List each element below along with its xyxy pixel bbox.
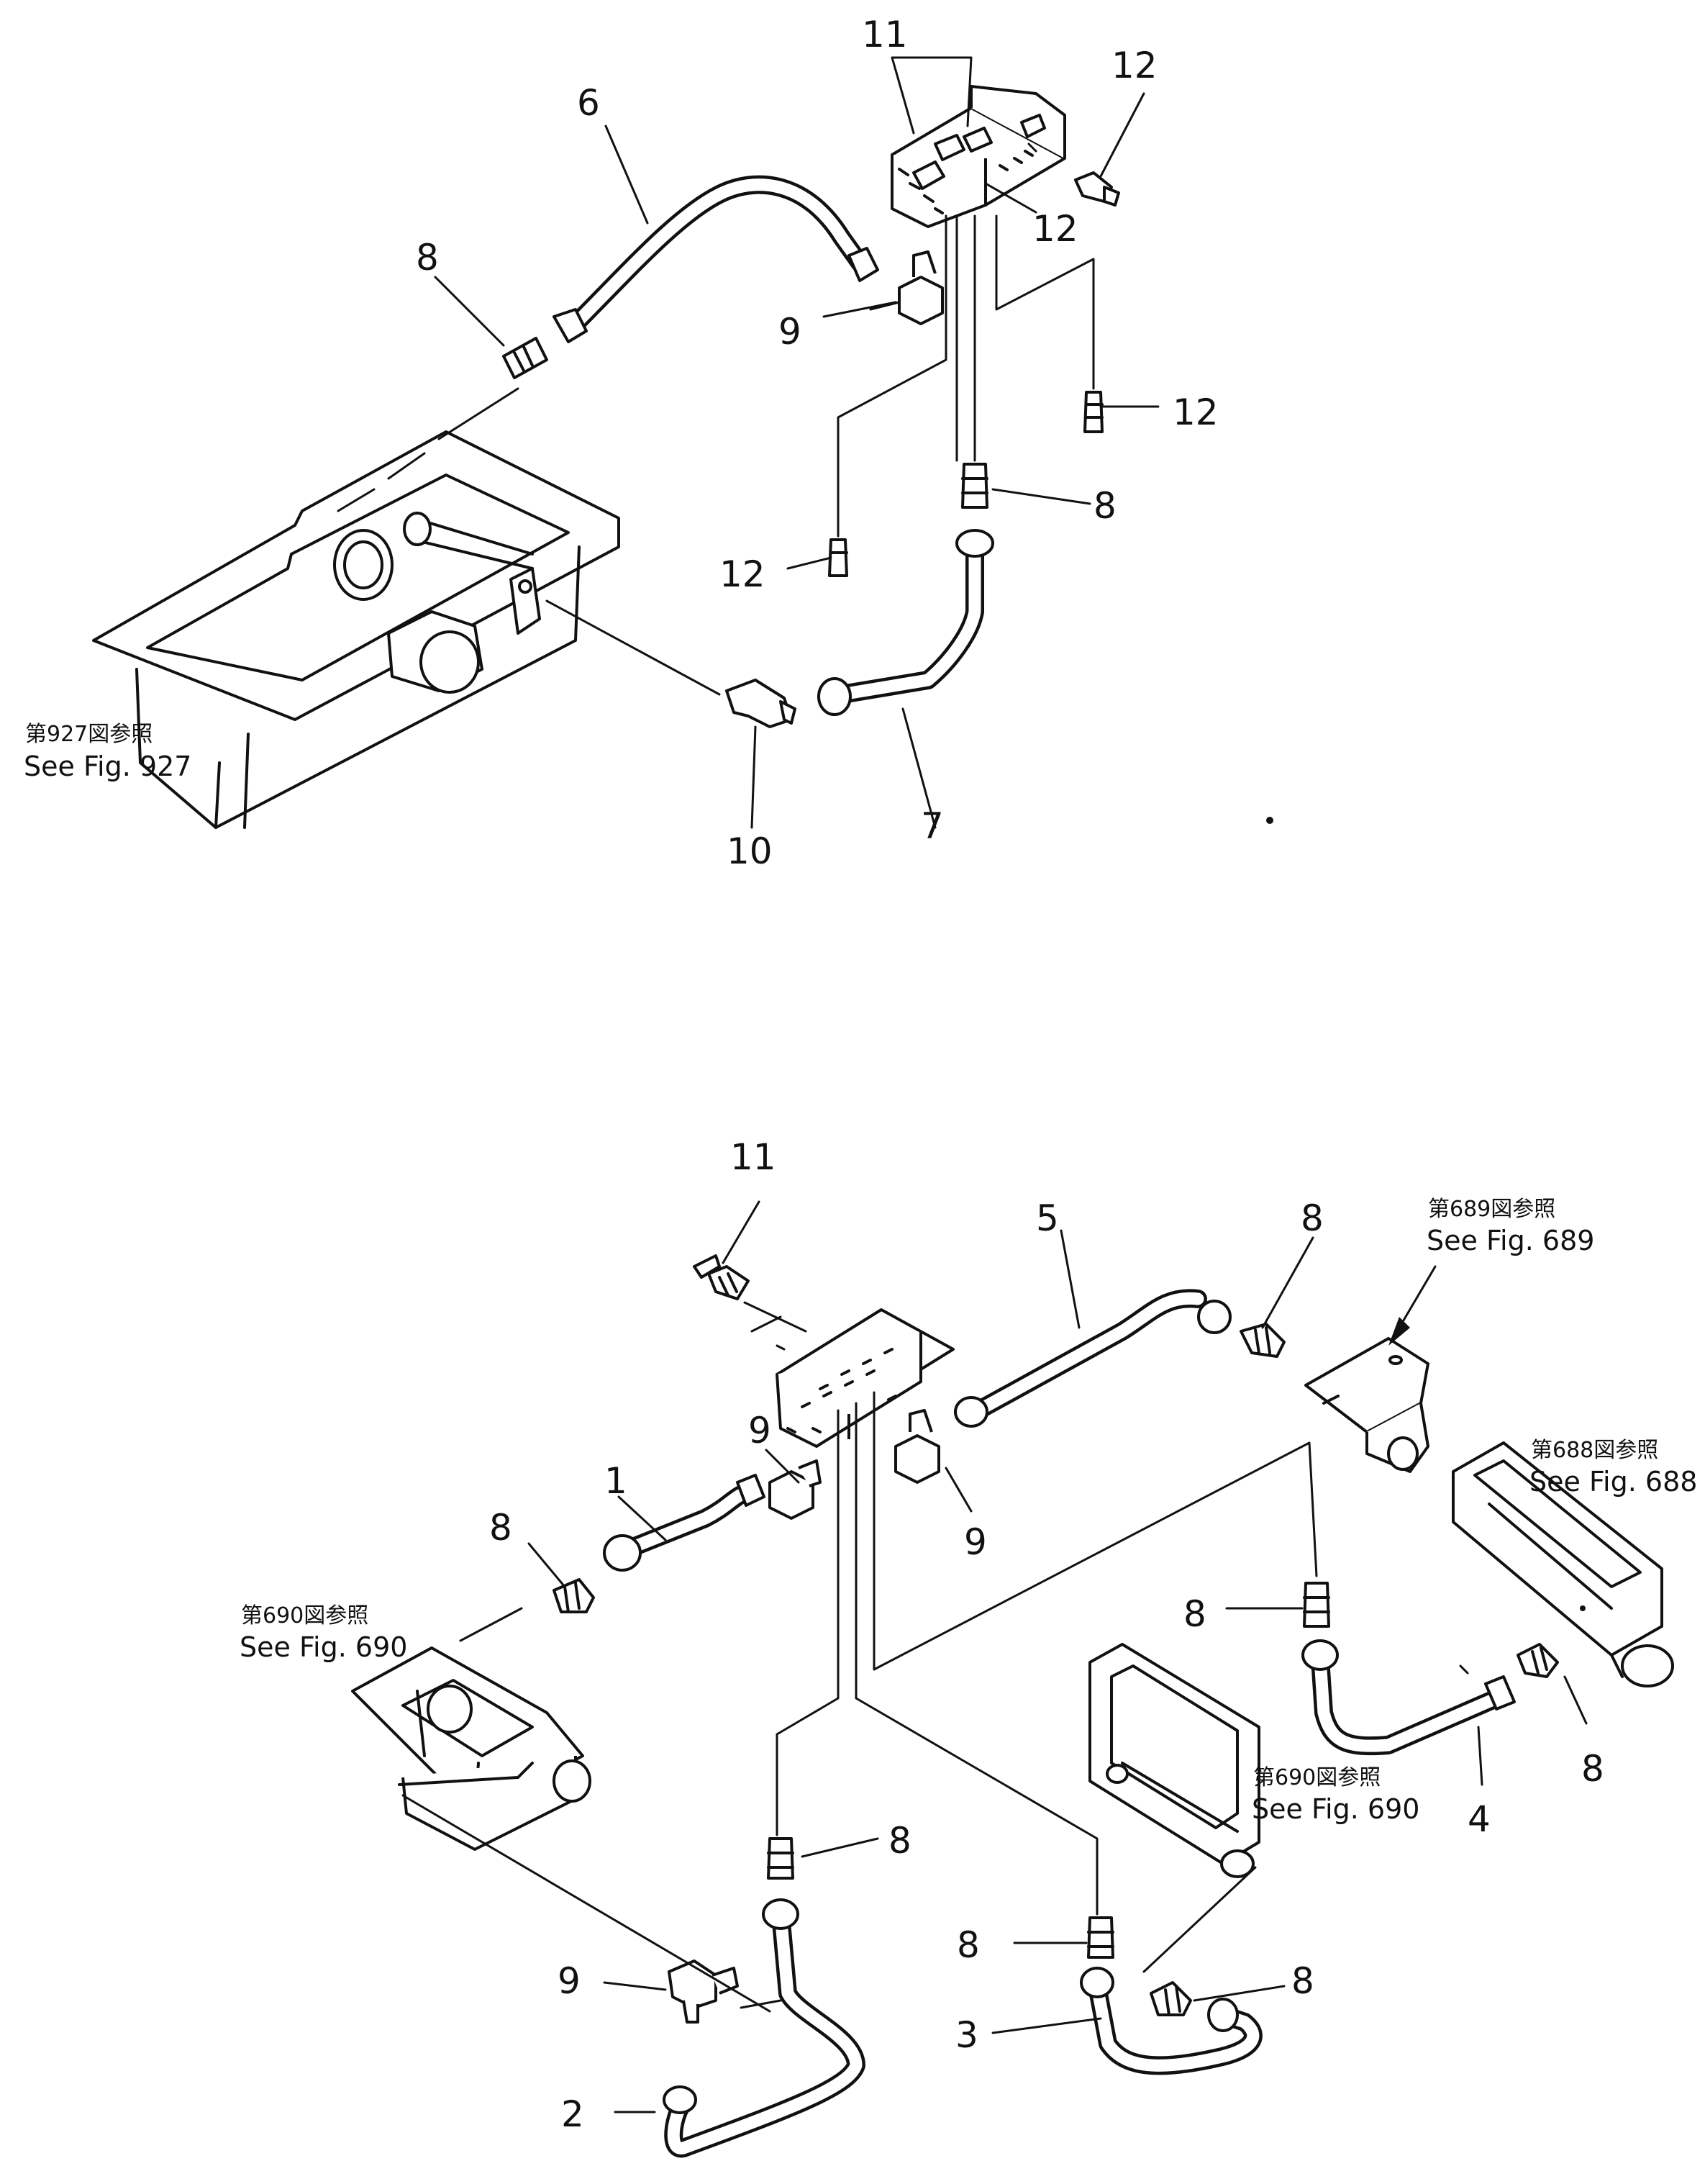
- ref-fig688-jp: 第688図参照: [1531, 1438, 1658, 1463]
- fitting-11-upper: [912, 114, 1046, 190]
- callout-12-lower: 12: [719, 553, 765, 595]
- ref-fig688-en: See Fig. 688: [1529, 1466, 1697, 1497]
- fitting-8-lower-left: [553, 1578, 595, 1613]
- callout-numbers: 6 11 12 12 8 9 12 8 12 10 7 11 5 8 9 1 8…: [416, 14, 1604, 2135]
- callout-8-upper-left: 8: [416, 237, 439, 278]
- callout-11-upper: 11: [862, 14, 908, 55]
- callout-9-lower-right: 9: [964, 1521, 987, 1563]
- elbow-10: [725, 679, 796, 728]
- callout-7: 7: [921, 805, 944, 847]
- callout-12-mid-right: 12: [1173, 391, 1219, 433]
- fitting-8-upper-left: [502, 337, 548, 379]
- arrow-fig689: [1388, 1265, 1437, 1346]
- callout-2: 2: [561, 2093, 584, 2135]
- fitting-12-mid-right: [1083, 391, 1104, 433]
- ref-fig927-jp: 第927図参照: [25, 722, 153, 747]
- elbow-9-lower-left: [768, 1459, 822, 1520]
- pipe-3: [1080, 1967, 1263, 2075]
- callout-8-bottom-right: 8: [1291, 1960, 1314, 2002]
- fitting-11-lower: [693, 1254, 750, 1300]
- leaders-lower: [401, 1301, 1318, 2013]
- callout-8-lower-left: 8: [489, 1507, 512, 1549]
- component-fig690-right: [1088, 1643, 1260, 1878]
- ref-fig689-jp: 第689図参照: [1428, 1197, 1555, 1222]
- elbow-9-bottom: [668, 1959, 739, 2024]
- component-fig690-left: [351, 1646, 591, 1851]
- ref-fig689-en: See Fig. 689: [1427, 1225, 1594, 1256]
- callout-leaders: [434, 56, 1588, 2113]
- callout-8-mid: 8: [1094, 485, 1117, 527]
- scan-dot: [1266, 817, 1273, 824]
- callout-9-lower-left: 9: [748, 1410, 771, 1451]
- ref-fig690-right-jp: 第690図参照: [1253, 1765, 1381, 1790]
- fitting-8-mid: [961, 463, 988, 509]
- callout-9-upper: 9: [778, 311, 801, 353]
- callout-1: 1: [604, 1460, 627, 1502]
- pipe-4: [1301, 1639, 1516, 1756]
- elbow-9-lower-right: [894, 1409, 940, 1484]
- ref-fig690-right-en: See Fig. 690: [1252, 1793, 1419, 1825]
- pipe-2: [663, 1898, 865, 2158]
- callout-8-bottom-center: 8: [957, 1924, 980, 1966]
- leaders-upper: [437, 142, 1095, 696]
- ref-fig927-en: See Fig. 927: [24, 751, 191, 782]
- callout-6: 6: [577, 82, 600, 124]
- fitting-12-lower: [828, 538, 848, 577]
- figure-references: 第927図参照 See Fig. 927 第689図参照 See Fig. 68…: [24, 722, 1697, 1825]
- callout-8-lower-center: 8: [888, 1820, 911, 1862]
- fitting-8-right-mid: [1303, 1582, 1330, 1628]
- pipe-1: [603, 1474, 765, 1572]
- callout-4: 4: [1468, 1798, 1491, 1840]
- fitting-8-far-right: [1517, 1643, 1559, 1678]
- callout-12-valve: 12: [1032, 208, 1078, 250]
- fitting-12-upper: [1074, 171, 1120, 207]
- callout-8-far-right: 8: [1581, 1748, 1604, 1790]
- callout-12-upper: 12: [1111, 45, 1158, 86]
- callout-5: 5: [1036, 1197, 1059, 1239]
- fitting-8-right-top: [1240, 1323, 1286, 1358]
- elbow-9-upper: [898, 250, 944, 325]
- ref-fig690-left-jp: 第690図参照: [241, 1603, 368, 1628]
- callout-11-lower: 11: [730, 1136, 776, 1178]
- valve-block-lower: [776, 1308, 955, 1448]
- pipe-5: [954, 1289, 1232, 1428]
- callout-8-right-top: 8: [1301, 1197, 1324, 1239]
- fitting-8-bottom-right: [1150, 1981, 1192, 2016]
- pipe-6: [553, 175, 879, 343]
- fitting-8-bottom-center: [1087, 1916, 1114, 1959]
- tank-upper: [92, 430, 620, 829]
- ref-fig690-left-en: See Fig. 690: [240, 1631, 407, 1663]
- component-fig689: [1304, 1337, 1429, 1473]
- fitting-8-lower-center: [767, 1837, 794, 1880]
- pipe-7: [817, 529, 994, 716]
- callout-10: 10: [727, 830, 773, 872]
- component-fig688: [1452, 1441, 1674, 1687]
- callout-8-right-mid: 8: [1183, 1593, 1206, 1635]
- valve-block-upper: [891, 85, 1066, 228]
- callout-9-bottom: 9: [558, 1960, 581, 2002]
- callout-3: 3: [955, 2014, 978, 2056]
